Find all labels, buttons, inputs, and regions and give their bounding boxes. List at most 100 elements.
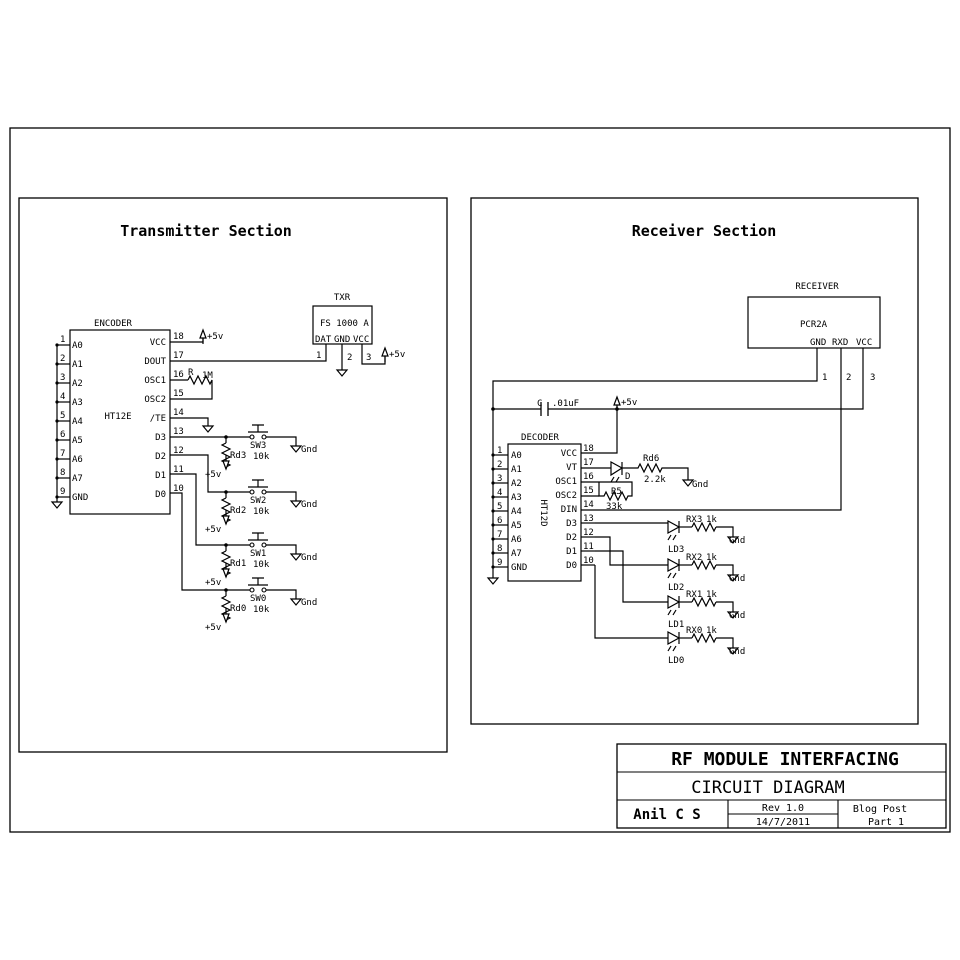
encoder-pin-name: A0 [72, 341, 83, 351]
encoder-pin-number: 2 [60, 354, 65, 364]
vcc-rail [548, 348, 864, 410]
osc-resistor-name: R [188, 368, 194, 378]
receiver-section: Receiver Section RECEIVER PCR2A GND RXD … [470, 197, 919, 725]
encoder-pin-name: D2 [155, 452, 166, 462]
led-resistor-name: RX1 [686, 590, 702, 600]
decoder-pin-name: VCC [561, 449, 577, 459]
led-icon [667, 557, 681, 573]
encoder-pin-number: 4 [60, 392, 65, 402]
decoder-pin-number: 3 [497, 474, 502, 484]
decoder-pin-number: 15 [583, 486, 594, 496]
decoder-pin-name: VT [566, 463, 577, 473]
encoder-pin-name: OSC2 [144, 395, 166, 405]
encoder-pin-name: DOUT [144, 357, 166, 367]
encoder-pin-number: 15 [173, 389, 184, 399]
switch-name: SW2 [250, 496, 266, 506]
encoder-pin-name: D3 [155, 433, 166, 443]
decoder-part: HT12D [538, 499, 548, 526]
decoder-pin-number: 6 [497, 516, 502, 526]
encoder-pin-number: 17 [173, 351, 184, 361]
pullup-resistor-name: Rd3 [230, 451, 246, 461]
pullup-resistor-name: Rd0 [230, 604, 246, 614]
led-gnd-label: Gnd [729, 647, 745, 657]
decoder-pin-number: 14 [583, 500, 594, 510]
switch-value: 10k [253, 507, 270, 517]
decoder-pin-name: A6 [511, 535, 522, 545]
led-resistor-value: 1k [706, 590, 717, 600]
vt-gnd-label: Gnd [692, 480, 708, 490]
led-name: LD0 [668, 656, 684, 666]
title-block-doc: Blog Post [853, 804, 907, 815]
transmitter-section: Transmitter Section ENCODER HT12E 1A02A1… [18, 197, 448, 753]
led-icon [667, 519, 681, 535]
encoder-pin-number: 1 [60, 335, 65, 345]
pushbutton [248, 532, 268, 541]
vt-res-value: 2.2k [644, 475, 666, 485]
title-block-part: Part 1 [868, 817, 904, 828]
title-block-rev: Rev 1.0 [762, 803, 804, 814]
led-name: LD2 [668, 583, 684, 593]
pullup-vcc-label: +5v [205, 525, 221, 535]
encoder-label: ENCODER [94, 319, 133, 329]
d2-wire [170, 454, 226, 493]
txr-label: TXR [334, 293, 351, 303]
txr-pin-num-3: 3 [366, 353, 371, 363]
encoder-right-pins: 18VCC17DOUT16OSC115OSC214/TE13D312D211D1… [144, 332, 184, 500]
switch-name: SW1 [250, 549, 266, 559]
pullup-vcc-label: +5v [205, 470, 221, 480]
txr-pin-num-2: 2 [347, 353, 352, 363]
receiver-pin-num-2: 2 [846, 373, 851, 383]
decoder-pin-name: D0 [566, 561, 577, 571]
switch-gnd-label: Gnd [301, 445, 317, 455]
encoder-pin-name: VCC [150, 338, 166, 348]
encoder-pin-number: 16 [173, 370, 184, 380]
encoder-pin-name: GND [72, 493, 88, 503]
encoder-pin-name: A7 [72, 474, 83, 484]
txr-pin-num-1: 1 [316, 351, 321, 361]
led-resistor-value: 1k [706, 626, 717, 636]
led-resistor-name: RX3 [686, 515, 702, 525]
decoder-pin-name: A5 [511, 521, 522, 531]
dout-wire [170, 344, 327, 362]
encoder-vcc-label: +5v [207, 332, 223, 342]
receiver-frame [470, 197, 919, 725]
decoder-pin-number: 8 [497, 544, 502, 554]
encoder-pin-number: 18 [173, 332, 184, 342]
receiver-part: PCR2A [800, 320, 828, 330]
receiver-pin-num-3: 3 [870, 373, 875, 383]
led-name: LD3 [668, 545, 684, 555]
decoder-pin-number: 4 [497, 488, 502, 498]
encoder-pin-number: 10 [173, 484, 184, 494]
switch-value: 10k [253, 605, 270, 615]
pullup-vcc-label: +5v [205, 623, 221, 633]
decoder-pin-number: 16 [583, 472, 594, 482]
pushbutton [248, 424, 268, 433]
decoder-pin-number: 7 [497, 530, 502, 540]
encoder-pin-number: 3 [60, 373, 65, 383]
decoder-pin-number: 10 [583, 556, 594, 566]
led-gnd-label: Gnd [729, 611, 745, 621]
txr-pin-vcc: VCC [353, 335, 369, 345]
encoder-pin-number: 8 [60, 468, 65, 478]
sheet-border [9, 127, 951, 833]
led-gnd-label: Gnd [729, 574, 745, 584]
receiver-label: RECEIVER [795, 282, 839, 292]
decoder-pin-name: D3 [566, 519, 577, 529]
vt-led-name: D [625, 472, 630, 482]
led-name: LD1 [668, 620, 684, 630]
encoder-pin-name: /TE [150, 414, 166, 424]
decoder-pin-name: A3 [511, 493, 522, 503]
osc-res-value: 33k [606, 502, 623, 512]
decoder-pin-name: OSC2 [555, 491, 577, 501]
encoder-pin-name: D1 [155, 471, 166, 481]
switch-gnd-label: Gnd [301, 598, 317, 608]
switch-array: GndSW310kRd3+5vGndSW210kRd2+5vGndSW110kR… [205, 424, 317, 633]
